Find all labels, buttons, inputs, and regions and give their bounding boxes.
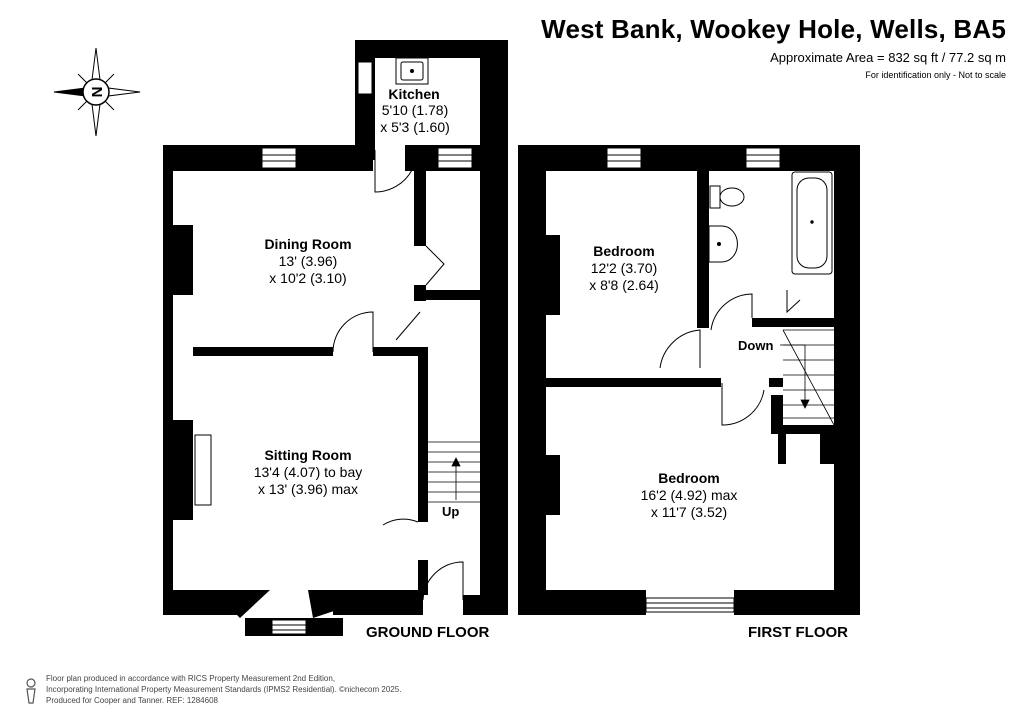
room-name: Bedroom: [593, 243, 655, 259]
rics-logo-icon: [26, 678, 36, 704]
room-name: Dining Room: [264, 236, 352, 252]
first-floor-label: FIRST FLOOR: [748, 624, 848, 641]
toilet-icon: [709, 185, 745, 209]
first-floor-doors: [659, 290, 801, 426]
footer-line: Floor plan produced in accordance with R…: [46, 674, 336, 683]
first-floor-windows: [606, 147, 781, 613]
compass-icon: N: [53, 47, 141, 137]
stairs-up-label: Up: [442, 504, 460, 519]
room-dimension: 13'4 (4.07) to bay: [253, 464, 363, 480]
room-name: Bedroom: [658, 470, 720, 486]
footer-notes: Floor plan produced in accordance with R…: [46, 673, 401, 706]
room-name: Sitting Room: [264, 447, 352, 463]
first-floor-walls: [518, 145, 860, 615]
room-bedroom-1: Bedroom 12'2 (3.70) x 8'8 (2.64): [569, 243, 679, 294]
bath-icon: [791, 171, 833, 275]
property-address: West Bank, Wookey Hole, Wells, BA5: [541, 14, 1006, 44]
stairs-down-label: Down: [738, 338, 774, 353]
room-name: Kitchen: [388, 86, 440, 102]
room-bedroom-2: Bedroom 16'2 (4.92) max x 11'7 (3.52): [619, 470, 759, 521]
ground-floor-stairs: [428, 441, 480, 503]
room-kitchen: Kitchen: [382, 86, 446, 103]
ground-floor-windows: [194, 61, 473, 635]
room-dimension: x 5'3 (1.60): [380, 119, 450, 135]
room-kitchen-dimensions: 5'10 (1.78) x 5'3 (1.60): [370, 102, 460, 136]
footer-line: Incorporating International Property Mea…: [46, 685, 402, 694]
room-dimension: 16'2 (4.92) max: [640, 487, 738, 503]
approximate-area: Approximate Area = 832 sq ft / 77.2 sq m: [770, 50, 1006, 65]
room-dimension: 12'2 (3.70): [590, 260, 658, 276]
sink-icon: [395, 57, 429, 85]
ground-floor-label: GROUND FLOOR: [366, 624, 490, 641]
room-dining: Dining Room 13' (3.96) x 10'2 (3.10): [238, 236, 378, 287]
room-dimension: 5'10 (1.78): [381, 102, 449, 118]
footer-line: Produced for Cooper and Tanner. REF: 128…: [46, 696, 218, 705]
ground-floor-doors: [332, 150, 464, 601]
room-dimension: x 10'2 (3.10): [269, 270, 347, 286]
room-dimension: x 13' (3.96) max: [258, 481, 358, 497]
basin-icon: [708, 225, 738, 263]
disclaimer: For identification only - Not to scale: [865, 70, 1006, 80]
room-dimension: 13' (3.96): [278, 253, 338, 269]
room-dimension: x 8'8 (2.64): [589, 277, 659, 293]
room-sitting: Sitting Room 13'4 (4.07) to bay x 13' (3…: [223, 447, 393, 498]
room-dimension: x 11'7 (3.52): [650, 504, 728, 520]
first-floor-stairs: [780, 329, 835, 426]
compass-letter: N: [89, 87, 106, 98]
ground-floor-walls: [163, 40, 508, 636]
